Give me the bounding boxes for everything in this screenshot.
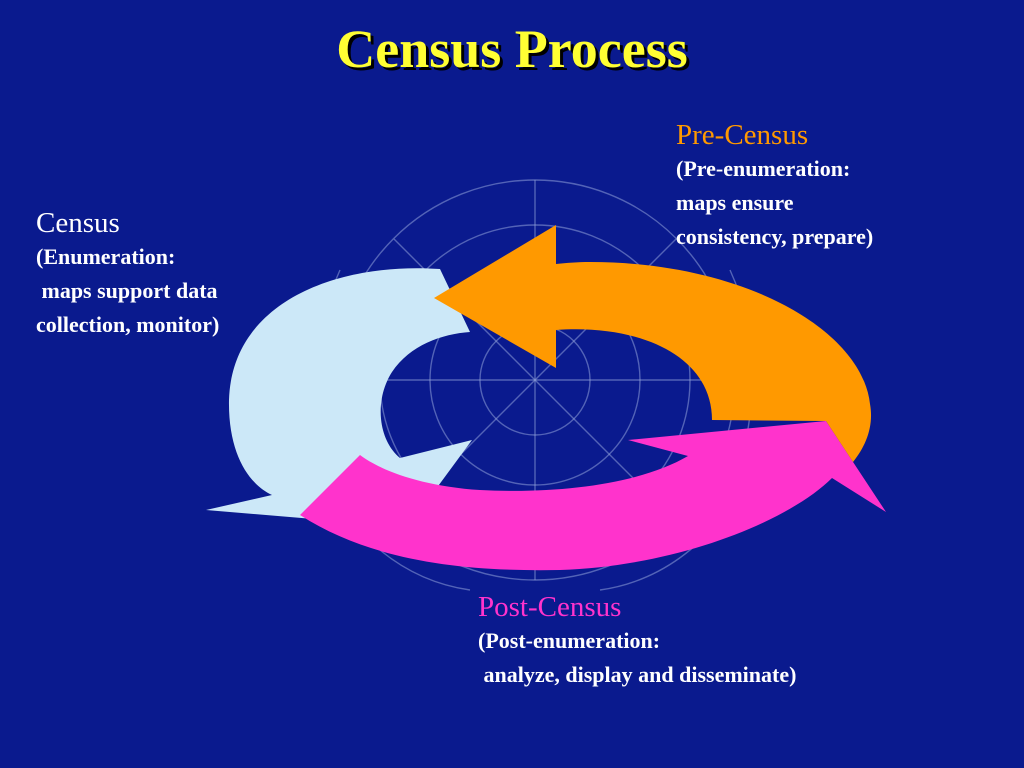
census-line: collection, monitor) <box>36 312 220 337</box>
post-census-line: analyze, display and disseminate) <box>478 662 797 687</box>
post-census-line: (Post-enumeration: <box>478 628 661 653</box>
census-line: (Enumeration: <box>36 244 176 269</box>
pre-census-line: maps ensure <box>676 190 794 215</box>
post-census-heading: Post-Census <box>478 591 622 623</box>
pre-census-label: Pre-Census (Pre-enumeration: maps ensure… <box>676 118 873 254</box>
census-line: maps support data <box>36 278 218 303</box>
census-label: Census (Enumeration: maps support data c… <box>36 206 219 342</box>
post-census-arrow <box>300 421 886 571</box>
pre-census-arrow <box>434 225 872 462</box>
pre-census-heading: Pre-Census <box>676 119 809 151</box>
census-heading: Census <box>36 207 120 239</box>
pre-census-line: consistency, prepare) <box>676 224 874 249</box>
post-census-label: Post-Census (Post-enumeration: analyze, … <box>478 590 796 692</box>
page-title: Census Process <box>336 19 688 79</box>
pre-census-line: (Pre-enumeration: <box>676 156 851 181</box>
census-arrow <box>206 268 472 527</box>
